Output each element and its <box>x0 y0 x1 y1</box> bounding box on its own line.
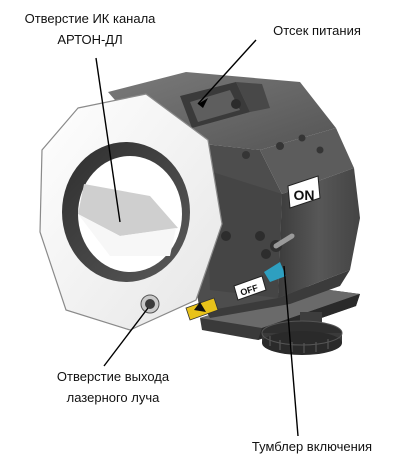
laser-warning-sticker <box>185 297 219 321</box>
power-switch <box>264 233 295 282</box>
housing <box>108 72 360 318</box>
power-switch-label: Тумблер включения <box>232 436 392 457</box>
power-switch-label-text: Тумблер включения <box>251 439 373 454</box>
power-compartment-label-text: Отсек питания <box>273 23 361 38</box>
front-face <box>39 93 223 331</box>
on-mark: ON <box>294 187 315 203</box>
ir-channel-opening-label: Отверстие ИК канала АРТОН-ДЛ <box>2 8 178 50</box>
off-plate: OFF <box>233 275 267 301</box>
leader-ir-opening <box>95 57 121 223</box>
laser-exit-label-line2: лазерного луча <box>66 390 160 405</box>
power-compartment-label: Отсек питания <box>252 20 382 41</box>
leader-laser-exit <box>103 307 149 367</box>
leader-power-switch <box>283 265 299 437</box>
laser-exit-label: Отверстие выхода лазерного луча <box>28 366 198 408</box>
tripod-knob <box>261 312 343 355</box>
battery-compartment <box>180 82 270 128</box>
leader-power-compartment <box>197 39 257 105</box>
leader-arrowheads <box>198 98 208 108</box>
on-plate: ON <box>287 175 321 209</box>
ir-channel-opening-label-line1: Отверстие ИК канала <box>24 11 156 26</box>
top-screws <box>242 134 324 159</box>
ir-channel-opening-label-line2: АРТОН-ДЛ <box>57 32 123 47</box>
laser-exit-label-line1: Отверстие выхода <box>56 369 170 384</box>
side-screws <box>221 231 271 259</box>
leader-lines <box>95 39 299 437</box>
